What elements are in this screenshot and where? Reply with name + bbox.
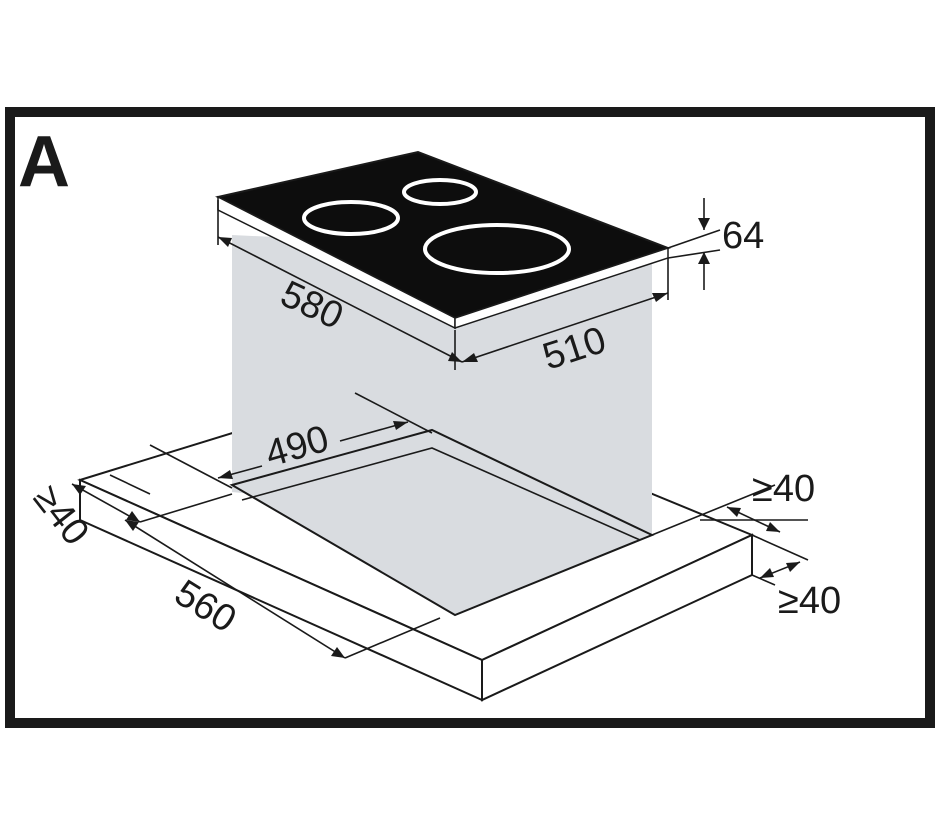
label-hob-height: 64 <box>722 215 764 257</box>
label-clearance-right-back: ≥40 <box>752 468 815 510</box>
dim-clearance-right-back: ≥40 <box>651 468 815 536</box>
cooking-zone-front-right <box>423 223 571 275</box>
cutout-inner-edge <box>241 447 641 541</box>
diagram-frame <box>5 107 935 728</box>
dim-hob-height: 64 <box>667 198 764 290</box>
dim-clearance-right-front: ≥40 <box>751 534 841 622</box>
cooking-zone-rear <box>402 178 478 206</box>
panel-label: A <box>18 122 70 202</box>
label-clearance-right-front: ≥40 <box>778 580 841 622</box>
cooking-zone-front-left <box>302 200 400 236</box>
